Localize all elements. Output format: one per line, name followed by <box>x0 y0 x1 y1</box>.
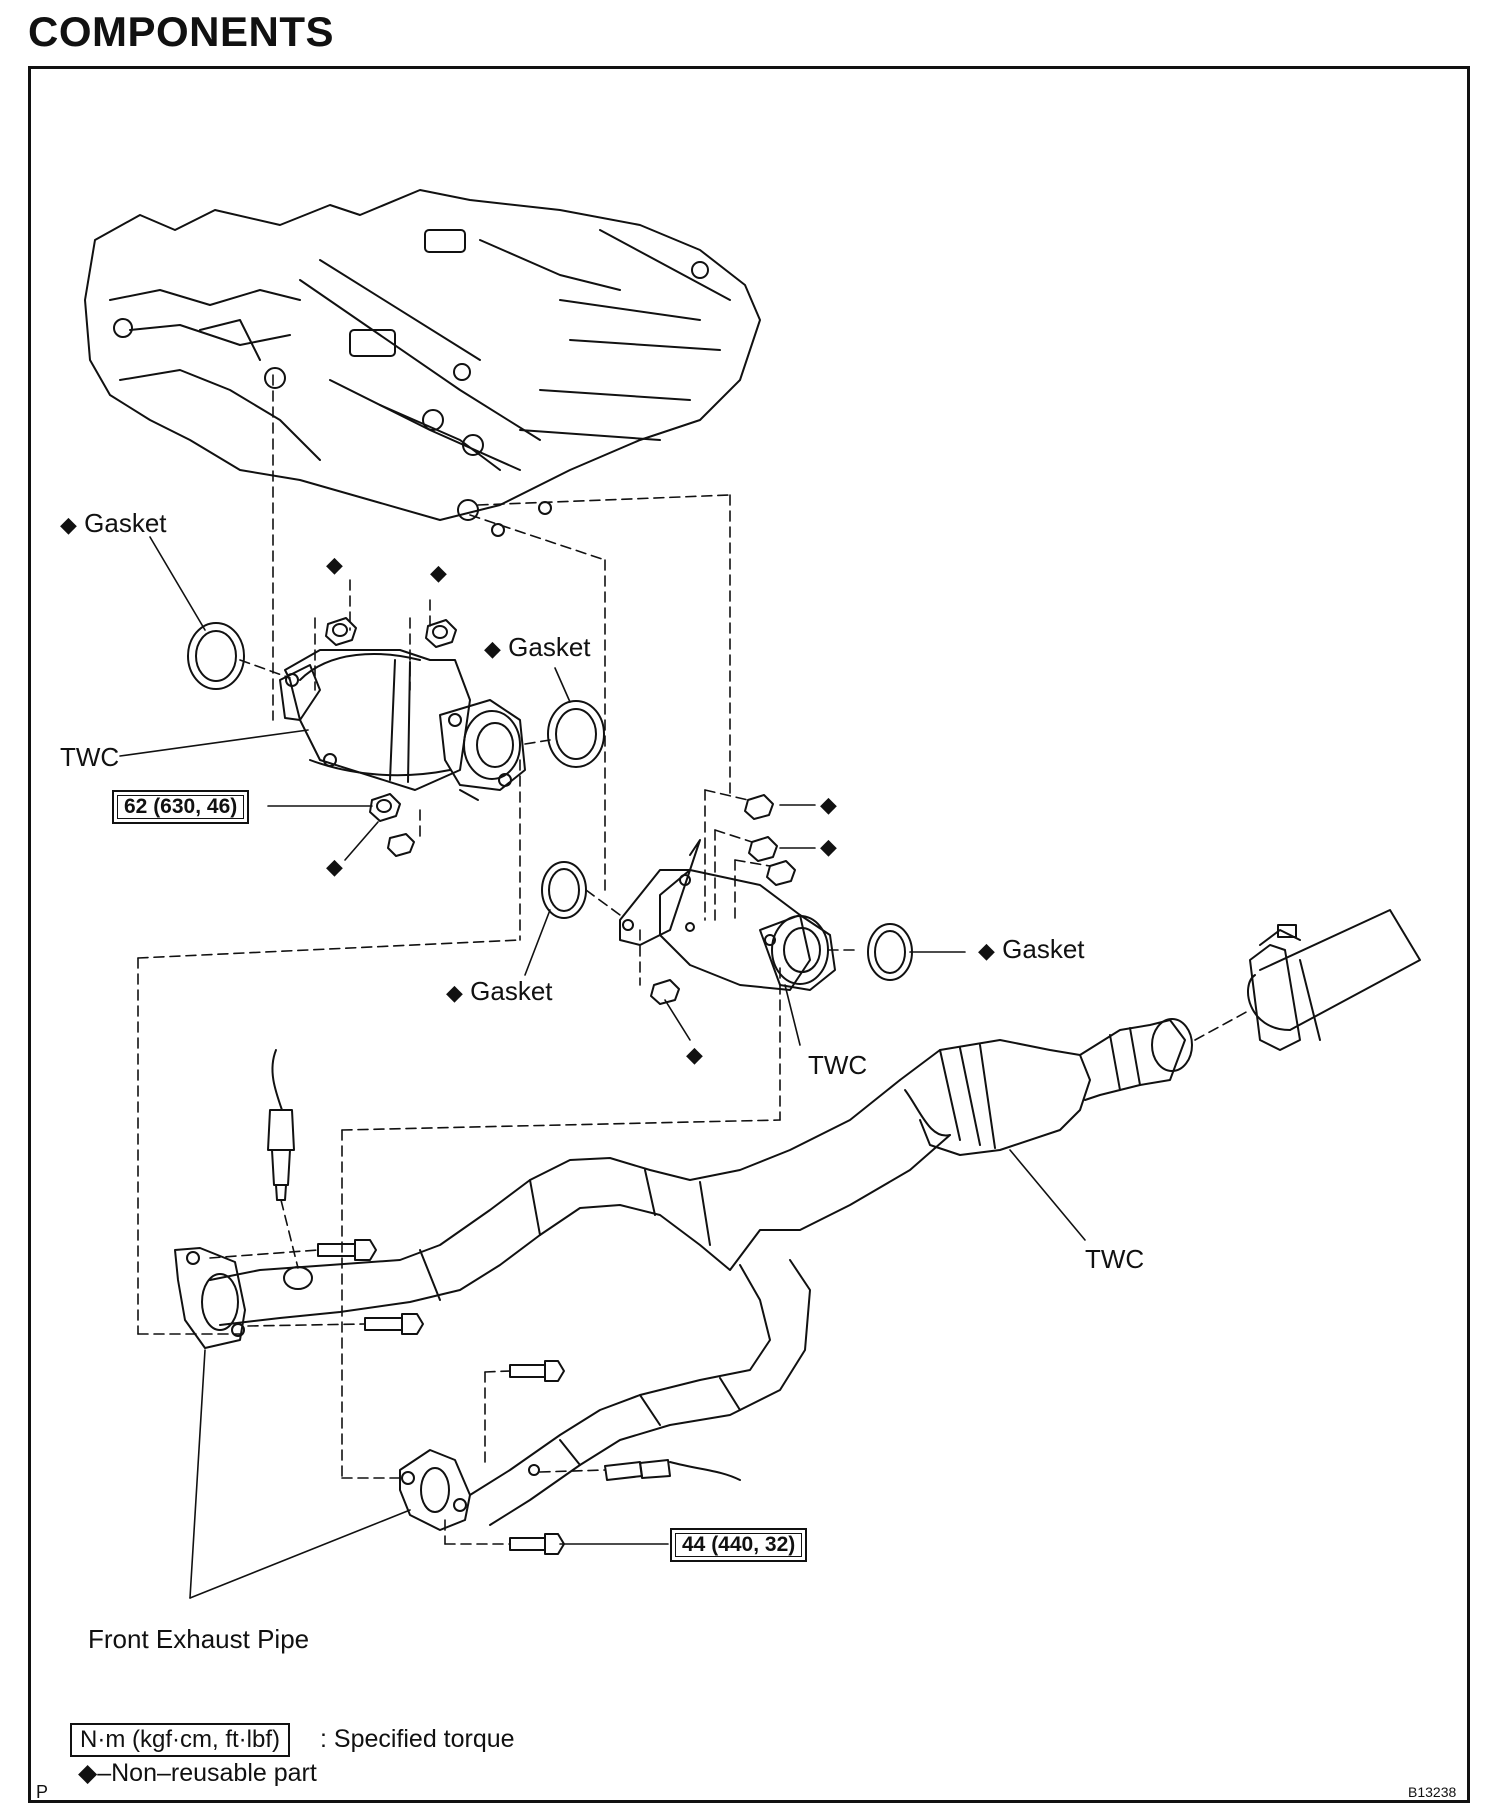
legend-torque-desc: : Specified torque <box>320 1725 515 1753</box>
label-gasket-1-text: Gasket <box>84 508 167 538</box>
upper-nuts <box>325 617 457 857</box>
non-reusable-icon: ◆ <box>820 834 837 859</box>
label-front-exhaust-pipe: Front Exhaust Pipe <box>88 1624 310 1654</box>
page-title: COMPONENTS <box>28 8 335 55</box>
bolts <box>317 1239 565 1555</box>
upper-twc <box>279 649 526 801</box>
label-gasket-4: ◆ Gasket <box>446 976 553 1008</box>
non-reusable-icon: ◆ <box>430 560 447 585</box>
figure-code: B13238 <box>1408 1784 1457 1800</box>
label-twc-3: TWC <box>1085 1244 1145 1274</box>
label-gasket-4-text: Gasket <box>470 976 553 1006</box>
label-gasket-2: ◆ Gasket <box>484 632 591 664</box>
label-twc-1: TWC <box>60 742 120 772</box>
engine-underbody <box>84 189 761 537</box>
middle-twc <box>619 839 836 991</box>
label-gasket-2-text: Gasket <box>508 632 591 662</box>
non-reusable-icon: ◆ <box>978 938 995 963</box>
torque-spec-44: 44 (440, 32) <box>670 1528 808 1562</box>
non-reusable-icon: ◆ <box>326 854 343 879</box>
non-reusable-icon: ◆ <box>446 980 463 1005</box>
tail-pipe <box>1247 909 1421 1051</box>
non-reusable-icon: ◆ <box>686 1042 703 1067</box>
non-reusable-icon: ◆ <box>60 512 77 537</box>
label-twc-2: TWC <box>808 1050 868 1080</box>
corner-mark-left: P <box>36 1782 49 1802</box>
front-exhaust-pipe <box>174 1018 1193 1531</box>
legend-non-reusable: ◆–Non–reusable part <box>78 1759 317 1787</box>
diagram-frame <box>28 66 1470 1803</box>
label-gasket-3-text: Gasket <box>1002 934 1085 964</box>
label-gasket-1: ◆ Gasket <box>60 508 167 540</box>
non-reusable-icon: ◆ <box>820 792 837 817</box>
middle-nuts <box>650 794 796 1005</box>
dashed-alignment-lines <box>137 374 1251 1545</box>
torque-spec-62: 62 (630, 46) <box>112 790 250 824</box>
non-reusable-icon: ◆ <box>484 636 501 661</box>
non-reusable-icon: ◆ <box>326 552 343 577</box>
oxygen-sensors <box>267 1049 741 1481</box>
leader-lines <box>119 536 1086 1599</box>
label-gasket-3: ◆ Gasket <box>978 934 1085 966</box>
legend-torque-units: N·m (kgf·cm, ft·lbf) <box>70 1723 290 1757</box>
